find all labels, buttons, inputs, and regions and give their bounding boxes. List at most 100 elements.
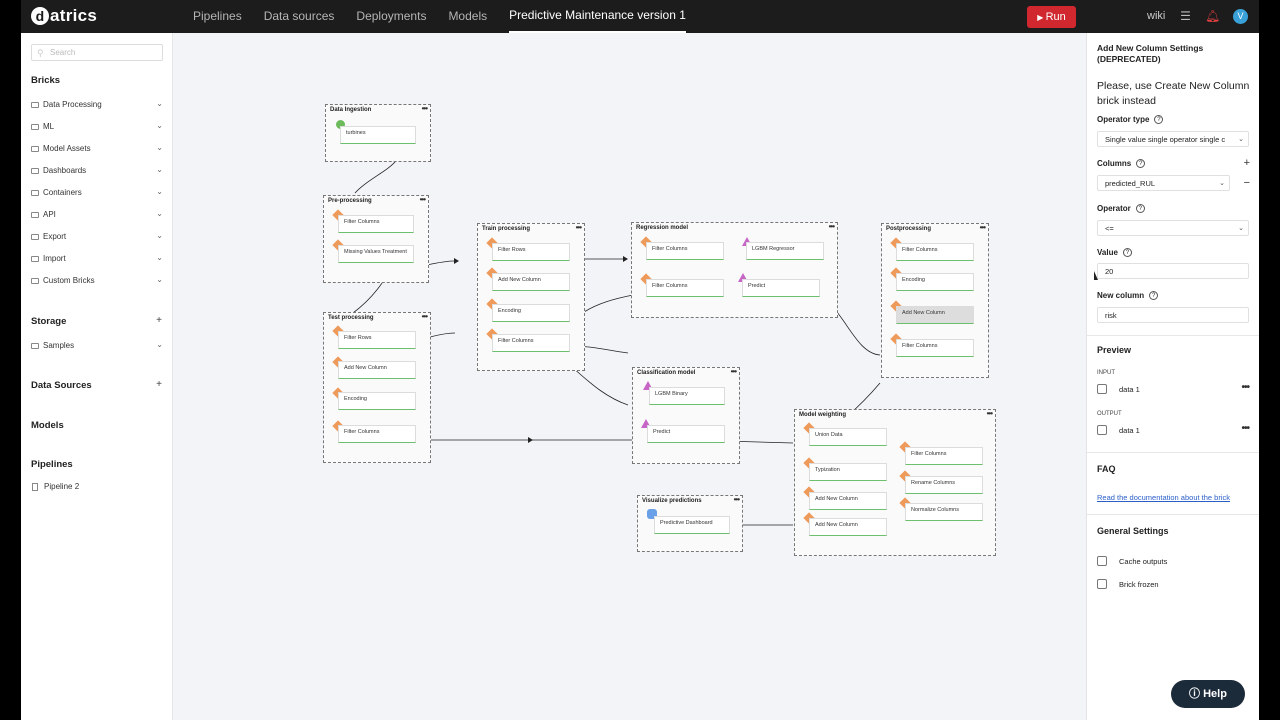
brick-frozen-checkbox[interactable]: [1097, 579, 1107, 589]
sidebar-item-label: Dashboards: [43, 166, 87, 175]
group-train-processing[interactable]: Train processing••• Filter Rows Add New …: [477, 223, 585, 371]
bell-icon[interactable]: 🔔︎: [1205, 9, 1221, 23]
nav-pipelines[interactable]: Pipelines: [193, 9, 242, 23]
brick-filter-rows[interactable]: Filter Rows: [492, 243, 570, 261]
brick-missing-values-treatment[interactable]: Missing Values Treatment: [338, 245, 414, 263]
settings-sliders-icon[interactable]: ☰: [1180, 9, 1191, 23]
nav-models[interactable]: Models: [448, 9, 488, 23]
cache-outputs-checkbox[interactable]: [1097, 556, 1107, 566]
group-visualize-predictions[interactable]: Visualize predictions••• Predictive Dash…: [637, 495, 743, 552]
brick-encoding[interactable]: Encoding: [896, 273, 974, 291]
more-icon[interactable]: •••: [828, 222, 835, 231]
more-icon[interactable]: •••: [1241, 382, 1249, 393]
sidebar-item-dashboards[interactable]: Dashboards⌄: [31, 165, 163, 175]
operator-type-select[interactable]: Single value single operator single c⌄: [1097, 131, 1249, 147]
sidebar-item-pipeline-2[interactable]: Pipeline 2: [32, 482, 164, 491]
pipeline-canvas[interactable]: Data Ingestion••• turbines Pre-processin…: [173, 33, 1085, 720]
brick-lgbm-binary[interactable]: LGBM Binary: [649, 387, 725, 405]
brick-filter-columns[interactable]: Filter Columns: [338, 215, 414, 233]
brick-filter-columns[interactable]: Filter Columns: [896, 243, 974, 261]
more-icon[interactable]: •••: [733, 495, 740, 504]
group-model-weighting[interactable]: Model weighting••• Union Data Typization…: [794, 409, 996, 556]
brick-encoding[interactable]: Encoding: [492, 304, 570, 322]
more-icon[interactable]: •••: [730, 367, 737, 376]
more-icon[interactable]: •••: [421, 312, 428, 321]
sidebar-item-ml[interactable]: ML⌄: [31, 121, 163, 131]
main-nav: Pipelines Data sources Deployments Model…: [193, 0, 686, 33]
sidebar-item-model-assets[interactable]: Model Assets⌄: [31, 143, 163, 153]
group-postprocessing[interactable]: Postprocessing••• Filter Columns Encodin…: [881, 223, 989, 378]
more-icon[interactable]: •••: [421, 104, 428, 113]
more-icon[interactable]: •••: [1241, 423, 1249, 434]
brick-filter-columns[interactable]: Filter Columns: [492, 334, 570, 352]
help-icon[interactable]: ?: [1122, 248, 1132, 258]
sidebar-item-api[interactable]: API⌄: [31, 209, 163, 219]
help-icon[interactable]: ?: [1136, 159, 1146, 169]
more-icon[interactable]: •••: [979, 223, 986, 232]
nav-current-pipeline[interactable]: Predictive Maintenance version 1: [509, 0, 686, 33]
remove-column-icon[interactable]: −: [1243, 177, 1251, 189]
more-icon[interactable]: •••: [575, 223, 582, 232]
run-button[interactable]: ▶ Run: [1027, 6, 1076, 28]
brick-encoding[interactable]: Encoding: [338, 392, 416, 410]
cache-outputs-label[interactable]: Cache outputs: [1119, 557, 1168, 566]
help-icon[interactable]: ?: [1149, 291, 1159, 301]
help-button[interactable]: ⓘ Help: [1171, 680, 1245, 708]
brick-union-data[interactable]: Union Data: [809, 428, 887, 446]
output-checkbox[interactable]: [1097, 425, 1107, 435]
input-item[interactable]: data 1: [1119, 385, 1140, 394]
brick-add-new-column[interactable]: Add New Column: [809, 518, 887, 536]
brick-add-new-column-selected[interactable]: Add New Column: [896, 306, 974, 324]
logo[interactable]: ddatricsatrics: [31, 6, 97, 26]
more-icon[interactable]: •••: [986, 409, 993, 418]
group-pre-processing[interactable]: Pre-processing••• Filter Columns Missing…: [323, 195, 429, 283]
avatar[interactable]: V: [1233, 9, 1248, 24]
add-storage-icon[interactable]: +: [156, 315, 162, 326]
nav-deployments[interactable]: Deployments: [356, 9, 427, 23]
brick-lgbm-regressor[interactable]: LGBM Regressor: [746, 242, 824, 260]
new-column-input[interactable]: risk: [1097, 307, 1249, 323]
help-icon[interactable]: ?: [1135, 204, 1145, 214]
brick-typization[interactable]: Typization: [809, 463, 887, 481]
value-input[interactable]: 20: [1097, 263, 1249, 279]
brick-normalize-columns[interactable]: Normalize Columns: [905, 503, 983, 521]
brick-filter-columns[interactable]: Filter Columns: [896, 339, 974, 357]
sidebar-item-import[interactable]: Import⌄: [31, 253, 163, 263]
brick-add-new-column[interactable]: Add New Column: [492, 273, 570, 291]
group-data-ingestion[interactable]: Data Ingestion••• turbines: [325, 104, 431, 162]
add-data-source-icon[interactable]: +: [156, 379, 162, 390]
brick-predict[interactable]: Predict: [647, 425, 725, 443]
nav-data-sources[interactable]: Data sources: [263, 9, 335, 23]
wiki-link[interactable]: wiki: [1147, 10, 1166, 22]
group-classification-model[interactable]: Classification model••• LGBM Binary Pred…: [632, 367, 740, 464]
sidebar-item-data-processing[interactable]: Data Processing⌄: [31, 99, 163, 109]
faq-heading: FAQ: [1097, 464, 1116, 474]
brick-turbines[interactable]: turbines: [340, 126, 416, 144]
sidebar-item-containers[interactable]: Containers⌄: [31, 187, 163, 197]
brick-predict[interactable]: Predict: [742, 279, 820, 297]
brick-filter-columns[interactable]: Filter Columns: [338, 425, 416, 443]
group-regression-model[interactable]: Regression model••• Filter Columns Filte…: [631, 222, 838, 318]
brick-rename-columns[interactable]: Rename Columns: [905, 476, 983, 494]
sidebar-item-export[interactable]: Export⌄: [31, 231, 163, 241]
search-input[interactable]: ⚲Search: [31, 44, 163, 61]
documentation-link[interactable]: Read the documentation about the brick: [1097, 493, 1231, 502]
brick-filter-columns[interactable]: Filter Columns: [646, 242, 724, 260]
brick-filter-columns[interactable]: Filter Columns: [646, 279, 724, 297]
add-column-icon[interactable]: +: [1243, 157, 1251, 169]
brick-add-new-column[interactable]: Add New Column: [338, 361, 416, 379]
brick-frozen-label[interactable]: Brick frozen: [1119, 580, 1159, 589]
brick-filter-columns[interactable]: Filter Columns: [905, 447, 983, 465]
brick-add-new-column[interactable]: Add New Column: [809, 492, 887, 510]
group-test-processing[interactable]: Test processing••• Filter Rows Add New C…: [323, 312, 431, 463]
input-checkbox[interactable]: [1097, 384, 1107, 394]
output-item[interactable]: data 1: [1119, 426, 1140, 435]
help-icon[interactable]: ?: [1154, 115, 1164, 125]
sidebar-item-samples[interactable]: Samples⌄: [31, 340, 163, 350]
operator-select[interactable]: <=⌄: [1097, 220, 1249, 236]
more-icon[interactable]: •••: [419, 195, 426, 204]
sidebar-item-custom-bricks[interactable]: Custom Bricks⌄: [31, 275, 163, 285]
columns-select[interactable]: predicted_RUL⌄: [1097, 175, 1230, 191]
brick-filter-rows[interactable]: Filter Rows: [338, 331, 416, 349]
brick-predictive-dashboard[interactable]: Predictive Dashboard: [654, 516, 730, 534]
